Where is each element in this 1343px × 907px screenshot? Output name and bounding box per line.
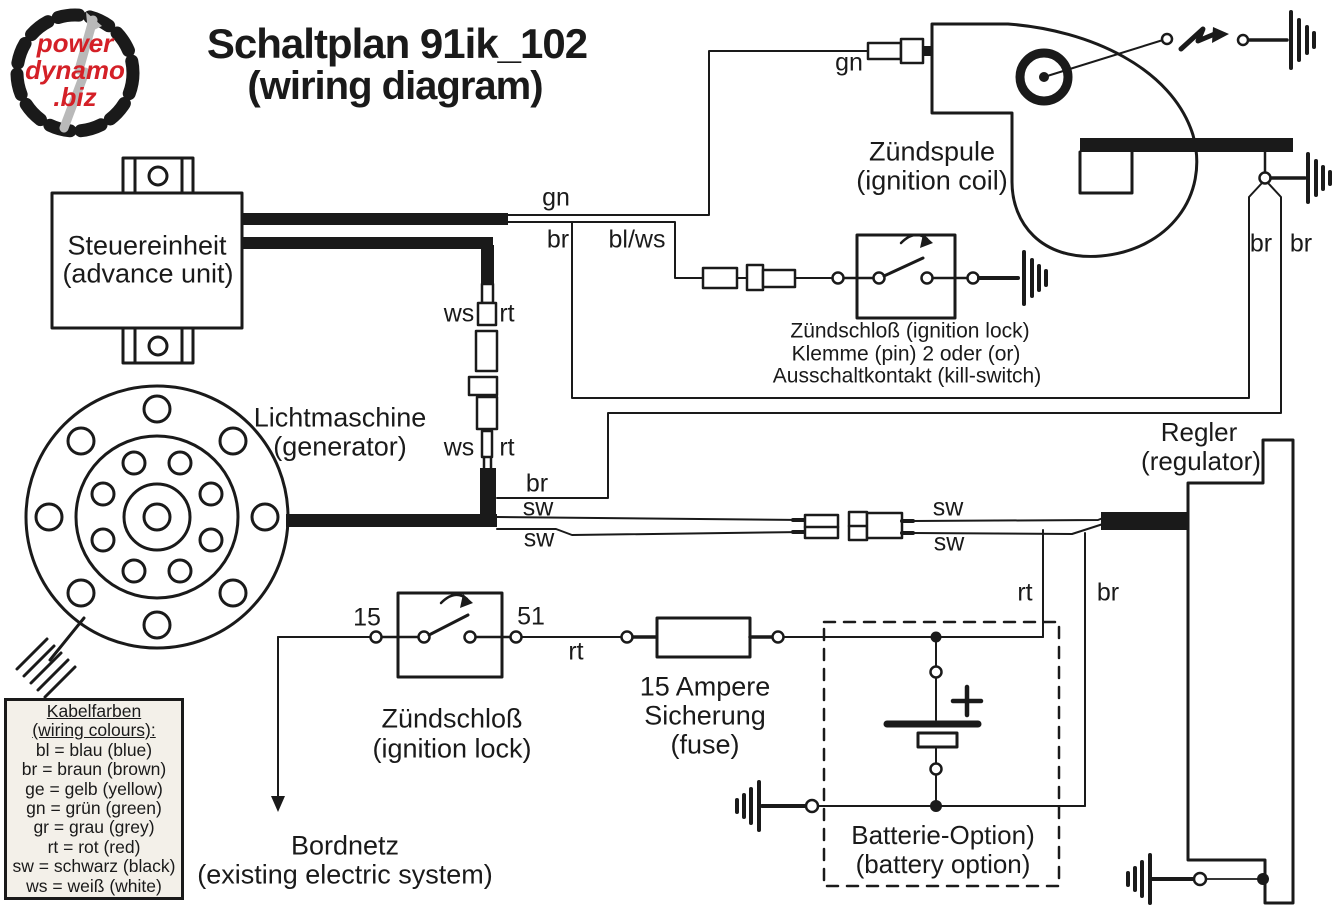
wire-bl-ws	[507, 221, 834, 279]
wire-label-br-coil-right: br	[1289, 229, 1313, 258]
battery-label-en: (battery option)	[855, 849, 1031, 879]
ignition-lock-label-de: Zündschloß	[381, 703, 523, 734]
advance-unit-label-de: Steuereinheit	[67, 230, 227, 261]
wire-label-sw-gen-top: sw	[522, 493, 554, 522]
pin2-lock-switch	[831, 233, 1020, 320]
legend-subtitle: (wiring colours):	[32, 720, 156, 741]
legend-entry-gr: gr = grau (grey)	[33, 817, 155, 838]
legend-title: Kabelfarben	[46, 700, 142, 721]
kill-note-line3: Ausschaltkontakt (kill-switch)	[772, 364, 1042, 388]
fuse-label-2: Sicherung	[644, 700, 766, 731]
coil-label-en: (ignition coil)	[856, 165, 1008, 196]
wire-label-br-reg: br	[1096, 578, 1120, 607]
wiring-colour-legend: Kabelfarben (wiring colours): bl = blau …	[4, 698, 184, 900]
legend-entry-sw: sw = schwarz (black)	[12, 856, 176, 877]
ignition-coil-symbol	[930, 22, 1199, 258]
kill-note-line2: Klemme (pin) 2 oder (or)	[791, 342, 1021, 366]
wire-gn	[507, 50, 869, 216]
generator-symbol	[24, 384, 290, 650]
kill-note-line1: Zündschloß (ignition lock)	[790, 319, 1030, 343]
coil-gn-connector	[866, 37, 933, 65]
wire-label-gn-coil: gn	[835, 48, 863, 77]
fuse-label-1: 15 Ampere	[639, 671, 771, 702]
powerdynamo-logo-icon	[10, 8, 140, 138]
advance-unit-harness-wires	[242, 213, 508, 285]
page-title-en: (wiring diagram)	[247, 64, 543, 108]
legend-entry-rt: rt = rot (red)	[47, 836, 141, 857]
fuse-symbol	[521, 616, 1044, 659]
wire-label-br-gen: br	[525, 469, 549, 498]
page-title-de: Schaltplan 91ik_102	[206, 20, 588, 67]
generator-harness-wire	[286, 514, 497, 527]
coil-mount-bar	[1078, 138, 1293, 195]
bordnetz-label-en: (existing electric system)	[197, 859, 493, 890]
wire-label-gn-top: gn	[542, 183, 570, 212]
bordnetz-wire	[271, 636, 372, 812]
ground-icon-pin2	[1022, 250, 1048, 306]
ground-icon-battery	[735, 780, 761, 832]
regulator-label-en: (regulator)	[1141, 446, 1261, 476]
main-ignition-lock-switch	[369, 591, 523, 679]
wire-label-rt-reg: rt	[1017, 578, 1033, 607]
regulator-symbol	[1186, 438, 1295, 905]
generator-ground-icon	[15, 616, 86, 699]
terminal-15-label: 15	[353, 603, 381, 632]
logo-line-1: power	[36, 28, 114, 58]
wire-br-advance-to-ground	[571, 182, 1263, 399]
advance-unit-label-en: (advance unit)	[62, 258, 234, 289]
legend-entry-ws: ws = weiß (white)	[26, 875, 162, 896]
bordnetz-label-de: Bordnetz	[290, 830, 400, 861]
legend-entry-ge: ge = gelb (yellow)	[25, 778, 163, 799]
fuse-label-3: (fuse)	[670, 729, 740, 760]
pin2-connectors	[701, 263, 797, 292]
legend-entry-gn: gn = grün (green)	[26, 797, 162, 818]
legend-entry-br: br = braun (brown)	[21, 759, 167, 780]
wire-label-ws-upper: ws	[443, 299, 475, 328]
ignition-lock-label-en: (ignition lock)	[372, 733, 532, 764]
wire-label-rt-lower: rt	[499, 433, 515, 462]
wire-label-br-coil-left: br	[1249, 229, 1273, 258]
generator-label-de: Lichtmaschine	[253, 402, 427, 433]
battery-label-de: Batterie-Option)	[851, 820, 1035, 850]
logo-line-3: .biz	[53, 82, 97, 112]
logo-line-2: dynamo	[25, 55, 125, 85]
terminal-51-label: 51	[517, 602, 545, 631]
coil-mount-ground	[1258, 150, 1307, 185]
wire-label-ws-lower: ws	[443, 433, 475, 462]
regulator-label-de: Regler	[1160, 417, 1238, 447]
regulator-harness-bundle	[1101, 512, 1188, 530]
regulator-ground	[1150, 871, 1269, 887]
advance-unit-symbol	[50, 156, 244, 365]
battery-symbol	[760, 620, 1086, 888]
trigger-connector-chain	[467, 282, 499, 520]
legend-entry-bl: bl = blau (blue)	[35, 739, 153, 760]
ground-icon-top-right	[1289, 10, 1316, 70]
wire-label-rt-upper: rt	[499, 299, 515, 328]
ground-icon-regulator	[1126, 853, 1152, 905]
ground-icon-coil-mount	[1306, 152, 1332, 204]
wire-label-rt-fuse: rt	[568, 637, 584, 666]
wire-label-sw-gen-bottom: sw	[523, 524, 555, 553]
kill-switch-icon	[1160, 26, 1289, 52]
wire-label-br-top: br	[546, 225, 570, 254]
sw-connector-pair	[791, 510, 915, 542]
coil-label-de: Zündspule	[868, 136, 996, 167]
powerdynamo-logo-text: power dynamo .biz	[12, 30, 138, 111]
wire-br-generator-to-ground	[496, 182, 1282, 499]
wire-label-bl-ws: bl/ws	[608, 225, 666, 254]
wire-label-sw-reg-bottom: sw	[933, 528, 965, 557]
generator-label-en: (generator)	[273, 431, 407, 462]
wire-label-sw-reg-top: sw	[932, 493, 964, 522]
